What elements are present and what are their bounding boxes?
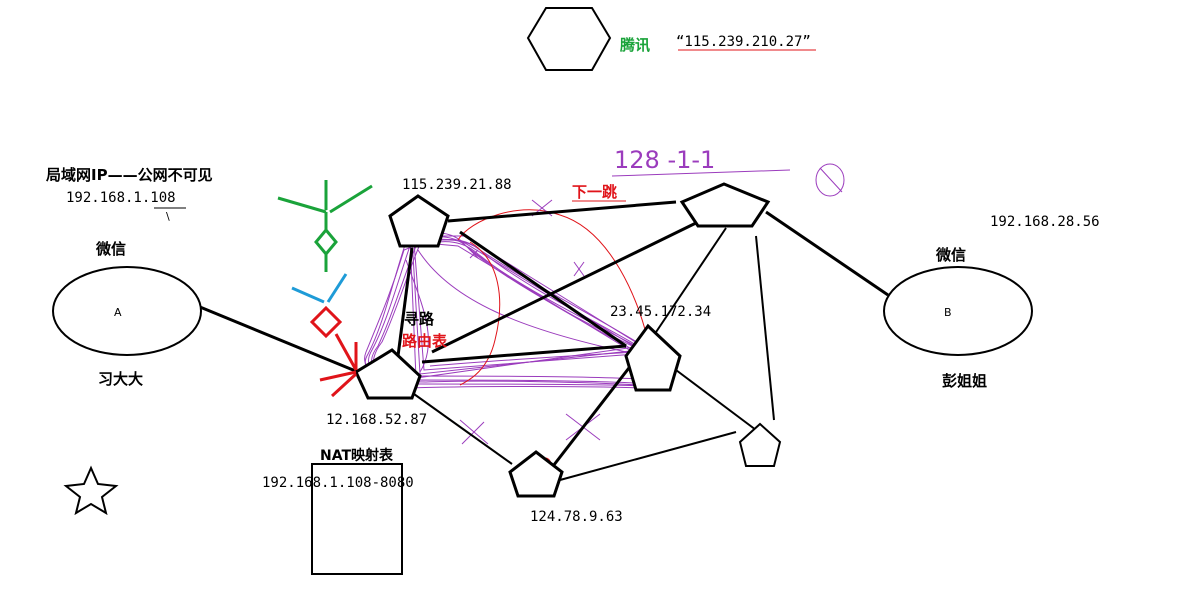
blue-packet-icon <box>291 273 348 304</box>
client-b-letter: B <box>944 306 952 319</box>
link-r5-b <box>765 210 889 297</box>
link-r3-r2 <box>421 344 627 364</box>
client-b-ip: 192.168.28.56 <box>990 214 1100 230</box>
link-r1-r3 <box>396 247 414 357</box>
client-a-app: 微信 <box>95 240 126 258</box>
nat-title: NAT映射表 <box>320 447 394 464</box>
client-a-ellipse <box>52 266 202 356</box>
handwritten-note: 128 -1-1 <box>614 146 715 174</box>
link-r2-r7 <box>675 369 757 431</box>
router-7-pentagon <box>738 422 782 467</box>
router-5-pentagon <box>679 182 771 228</box>
link-r4-r2 <box>548 363 634 471</box>
nat-table-box <box>311 463 403 575</box>
handwritten-underline <box>611 169 791 177</box>
link-r5-r7 <box>755 235 775 421</box>
link-r1-r5 <box>447 200 677 223</box>
router-3-ip: 12.168.52.87 <box>326 412 427 428</box>
client-a-lan-ip: 192.168.1.108 <box>66 190 176 206</box>
client-b-ellipse <box>883 266 1033 356</box>
red-packet-icon <box>309 305 358 398</box>
circled-mark-slash <box>819 167 843 193</box>
client-a-user: 习大大 <box>98 370 143 388</box>
routing-table-label: 路由表 <box>402 332 448 350</box>
tencent-label: 腾讯 <box>619 36 650 54</box>
router-1-pentagon <box>388 194 450 248</box>
link-r1-r2 <box>459 230 627 348</box>
purple-x-marks <box>459 199 601 445</box>
tencent-server-hexagon <box>526 7 612 71</box>
link-r4-r7 <box>559 431 737 481</box>
client-b-user: 彭姐姐 <box>942 372 987 390</box>
router-3-pentagon <box>354 348 422 400</box>
client-b-app: 微信 <box>935 246 966 264</box>
link-r5-r2 <box>647 227 727 345</box>
client-a-letter: A <box>114 306 122 319</box>
tencent-ip: “115.239.210.27” <box>676 34 811 50</box>
star-icon <box>63 465 119 516</box>
circled-mark-icon <box>815 163 845 197</box>
link-a-r3 <box>199 305 359 374</box>
stray-mark: \ <box>166 210 170 223</box>
lan-note: 局域网IP——公网不可见 <box>45 166 213 184</box>
link-r3-r5 <box>431 220 699 354</box>
green-packet-icon <box>277 180 373 272</box>
next-hop-label: 下一跳 <box>572 183 617 201</box>
router-1-ip: 115.239.21.88 <box>402 177 512 193</box>
network-links <box>199 200 889 481</box>
router-4-ip: 124.78.9.63 <box>530 509 623 525</box>
nat-entry: 192.168.1.108-8080 <box>262 475 414 491</box>
router-2-pentagon <box>624 323 682 392</box>
link-r3-r4 <box>413 393 513 465</box>
router-2-ip: 23.45.172.34 <box>610 304 711 320</box>
routing-label: 寻路 <box>404 310 435 328</box>
router-4-pentagon <box>508 450 564 498</box>
